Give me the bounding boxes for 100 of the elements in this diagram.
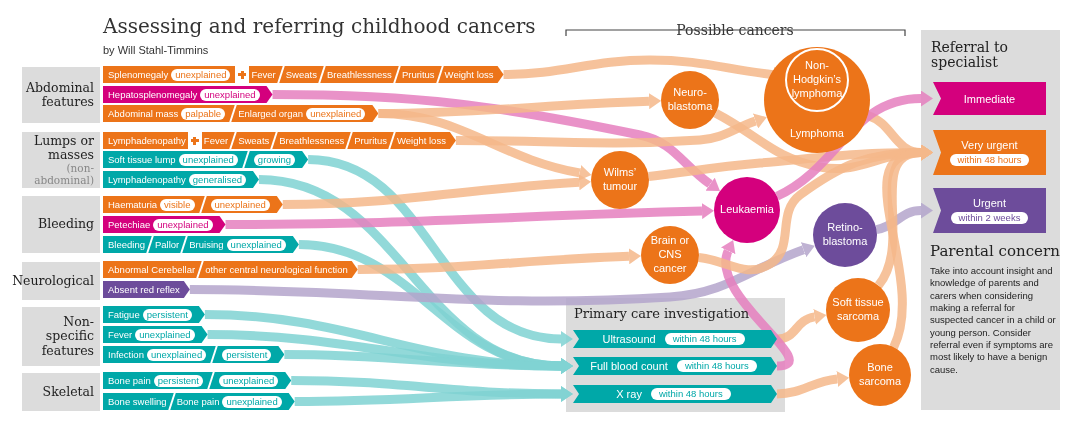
cancer-circle: Bone sarcoma xyxy=(849,344,911,406)
qualifier-tag: within 48 hours xyxy=(949,154,1030,166)
qualifier-tag: unexplained xyxy=(171,68,231,81)
referral-box xyxy=(933,82,1046,115)
symptom-label: Hepatosplenomegaly xyxy=(108,89,198,100)
qualifier-tag: generalised xyxy=(188,173,246,186)
qualifier-tag: unexplained xyxy=(306,107,366,120)
qualifier-tag: within 48 hours xyxy=(650,388,731,400)
box-label: Immediate xyxy=(963,92,1016,105)
category-panel xyxy=(22,132,100,188)
symptom-label: Soft tissue lump xyxy=(108,154,176,165)
category-label: Skeletal xyxy=(42,384,94,400)
symptom-label: Bruising xyxy=(189,239,224,250)
symptom-bar xyxy=(103,216,226,233)
cancer-circle: Non-Hodgkin’s lymphoma xyxy=(785,48,849,112)
qualifier-tag: within 48 hours xyxy=(676,360,757,372)
category-panel xyxy=(22,307,100,366)
symptom-label: Lymphadenopathy xyxy=(108,174,186,185)
symptom-label: Fever xyxy=(108,329,133,340)
symptom-bar xyxy=(103,151,309,168)
qualifier-tag: unexplained xyxy=(226,238,286,251)
symptom-label: Haematuria xyxy=(108,199,158,210)
category-panel xyxy=(22,196,100,253)
symptom-label: Petechiae xyxy=(108,219,151,230)
flow-arrow xyxy=(307,155,573,347)
flow-arrow xyxy=(294,386,573,406)
symptom-bar xyxy=(103,372,292,389)
flow-arrow xyxy=(225,203,714,229)
referral-box xyxy=(933,130,1046,175)
qualifier-tag: unexplained xyxy=(219,374,279,387)
byline: by Will Stahl-Timmins xyxy=(103,44,209,56)
qualifier-tag: persistent xyxy=(153,374,203,387)
qualifier-tag: persistent xyxy=(222,348,272,361)
symptom-label: Sweats xyxy=(285,69,317,80)
flow-arrow xyxy=(282,174,592,209)
flow-arrow xyxy=(776,309,827,344)
box-label: X ray xyxy=(616,388,642,400)
panel-title: Referral to specialist xyxy=(931,40,1009,71)
qualifier-tag: unexplained xyxy=(210,198,270,211)
cancer-circle: Retino-blastoma xyxy=(813,203,877,267)
flow-arrow xyxy=(720,239,794,371)
flow-arrow xyxy=(875,202,933,235)
symptom-label: Fever xyxy=(203,135,229,146)
symptom-label: Pallor xyxy=(155,239,180,250)
category-panel xyxy=(22,67,100,123)
section-heading: Parental concern xyxy=(930,242,1060,260)
cancer-circle: Neuro-blastoma xyxy=(661,71,719,129)
flow-arrow xyxy=(882,144,933,349)
symptom-label: Bleeding xyxy=(108,239,145,250)
qualifier-tag: unexplained xyxy=(153,218,213,231)
symptom-bar xyxy=(103,105,379,122)
symptom-bar xyxy=(103,196,283,213)
symptom-label: Lymphadenopathy xyxy=(108,135,186,146)
symptom-label: Absent red reflex xyxy=(108,284,180,295)
panel-background xyxy=(921,30,1060,410)
symptom-bar xyxy=(103,171,259,188)
category-label: Abdominal features xyxy=(25,80,94,110)
category-note: (non-abdominal) xyxy=(33,162,94,187)
qualifier-tag: unexplained xyxy=(135,328,195,341)
symptom-label: other central neurological function xyxy=(205,264,348,275)
referral-box xyxy=(933,188,1046,233)
symptom-label: Weight loss xyxy=(396,135,446,146)
category-label: Lumps or masses xyxy=(32,133,94,163)
cancer-circle: Leukaemia xyxy=(714,177,780,243)
panel-background xyxy=(566,298,785,412)
symptom-label: Abnormal Cerebellar xyxy=(108,264,196,275)
qualifier-tag: within 2 weeks xyxy=(950,212,1029,224)
qualifier-tag: unexplained xyxy=(200,88,260,101)
cancer-circle: Brain or CNS cancer xyxy=(641,226,699,284)
symptom-bar xyxy=(103,393,295,410)
flow-arrow xyxy=(378,109,592,181)
note-text: Take into account insight and knowledge of parents and carers when considering making a referral for suspected cancer in a child or young person. Consider referral even if symptoms are most likely to have a benign cause. xyxy=(930,265,1057,377)
qualifier-tag: visible xyxy=(160,198,195,211)
symptom-bar xyxy=(103,306,205,323)
box-label: Very urgent xyxy=(961,139,1018,151)
cancer-circle: Wilms’ tumour xyxy=(591,151,649,209)
symptom-label: Enlarged organ xyxy=(238,108,304,119)
symptom-bar xyxy=(103,346,285,363)
qualifier-tag: palpable xyxy=(181,107,226,120)
symptom-label: Sweats xyxy=(238,135,270,146)
symptom-label: Fatigue xyxy=(108,309,140,320)
symptom-label: Bone pain xyxy=(176,396,220,407)
symptom-label: Fever xyxy=(251,69,276,80)
symptom-bar xyxy=(103,86,273,103)
symptom-bar xyxy=(103,236,299,253)
flow-arrow xyxy=(284,350,573,374)
symptom-bar xyxy=(103,261,358,278)
panel-title: Primary care investigation xyxy=(574,307,750,322)
category-label: Bleeding xyxy=(37,217,94,232)
category-panel xyxy=(22,373,100,411)
investigation-box xyxy=(573,330,777,348)
qualifier-tag: unexplained xyxy=(146,348,207,361)
symptom-label: Weight loss xyxy=(444,69,494,80)
flow-arrow xyxy=(272,90,720,192)
title: Assessing and referring childhood cancers xyxy=(103,14,536,38)
category-label: Non-specific features xyxy=(40,314,94,359)
box-label: Ultrasound xyxy=(602,333,656,345)
symptom-label: Pruritus xyxy=(354,135,387,146)
symptom-label: Infection xyxy=(108,349,144,360)
qualifier-tag: growing xyxy=(253,153,296,166)
